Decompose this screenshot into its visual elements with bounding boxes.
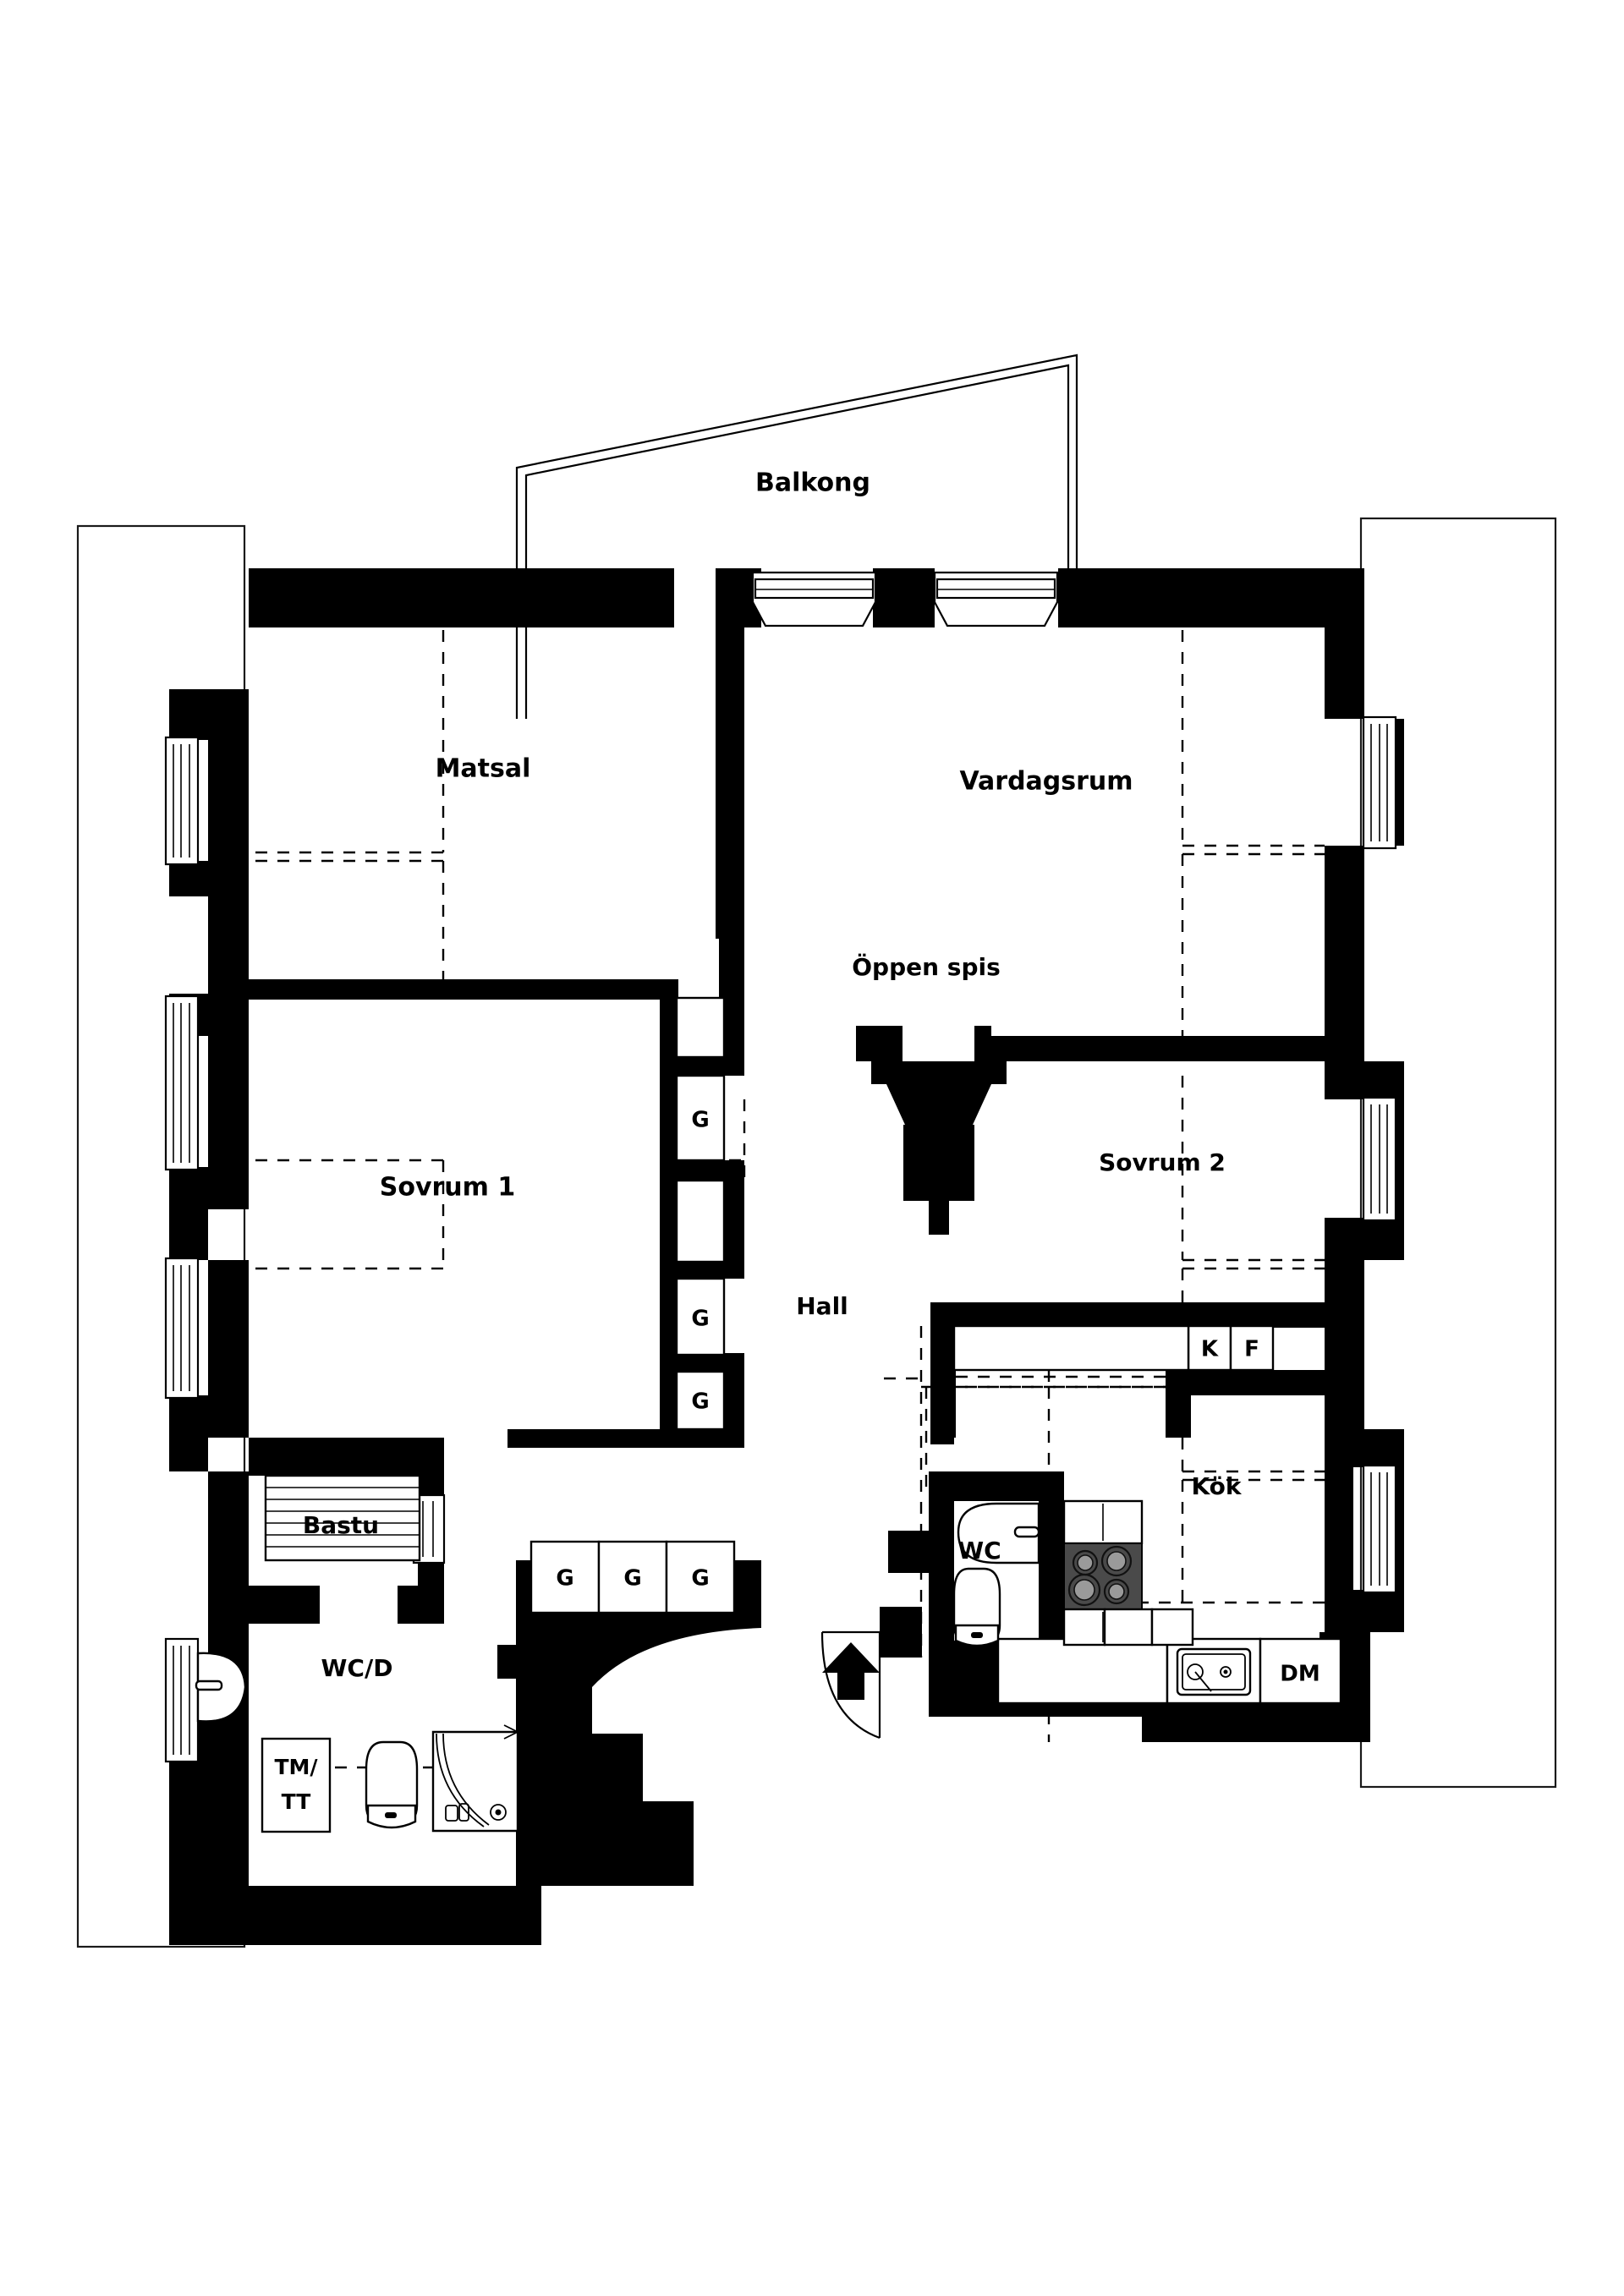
closet-column-right-of-sovrum1 — [675, 996, 726, 1431]
label-wc-d: WC/D — [321, 1654, 393, 1682]
closet-g-3[interactable] — [675, 1370, 726, 1431]
cooktop-group — [1062, 1499, 1194, 1647]
window-sovrum2-right-upper — [1362, 1096, 1397, 1222]
counter-run-b — [1103, 1608, 1154, 1647]
label-closet-row-g-3: G — [691, 1566, 709, 1592]
kitchen-base-cabinet-left[interactable] — [996, 1637, 1169, 1705]
wcd-toilet-icon — [365, 1740, 419, 1829]
sauna-bench-icon — [264, 1474, 421, 1562]
label-closet-g-3: G — [691, 1389, 709, 1415]
closet-g-row-2[interactable] — [597, 1540, 668, 1614]
label-oppen-spis: Öppen spis — [852, 952, 1001, 981]
balcony-outline — [515, 353, 1078, 719]
kitchen-sink-icon — [1176, 1647, 1252, 1696]
closet-g-row-3[interactable] — [665, 1540, 736, 1614]
wc-toilet-icon — [952, 1567, 1001, 1647]
wc-washbasin-icon — [957, 1502, 1040, 1564]
counter-run-c — [1150, 1608, 1194, 1647]
exterior-and-interior-walls — [169, 568, 1404, 1945]
entrance-direction-arrow — [822, 1642, 880, 1700]
label-closet-row-g-2: G — [623, 1566, 641, 1592]
label-wc: WC — [957, 1537, 1001, 1564]
closet-row-hall — [529, 1540, 736, 1614]
corner-shower-icon — [431, 1724, 520, 1833]
cabinet-k[interactable] — [1187, 1324, 1232, 1372]
closet-g-row-1[interactable] — [529, 1540, 601, 1614]
label-cabinet-dm: DM — [1280, 1662, 1320, 1687]
label-closet-g-1: G — [691, 1108, 709, 1133]
label-washer-line2: TT — [282, 1789, 311, 1814]
balcony-door-right — [933, 571, 1059, 627]
room-label-group: Balkong Matsal Vardagsrum Öppen spis Sov… — [303, 469, 1243, 1683]
cabinet-f[interactable] — [1229, 1324, 1275, 1372]
hall-wall-stub — [930, 1302, 954, 1444]
window-kok-right — [1362, 1464, 1397, 1594]
window-sovrum1-upper-left — [164, 995, 200, 1171]
wcd-fixtures — [195, 1652, 520, 1833]
wc-fixtures — [952, 1502, 1040, 1647]
label-sovrum-2: Sovrum 2 — [1099, 1148, 1226, 1176]
closet-g-2[interactable] — [675, 1277, 726, 1356]
entrance-door[interactable] — [820, 1630, 881, 1740]
label-matsal: Matsal — [436, 754, 531, 784]
washer-dryer-cabinet[interactable] — [261, 1737, 332, 1833]
label-closet-g-2: G — [691, 1307, 709, 1332]
label-cabinet-k: K — [1201, 1337, 1219, 1362]
window-group — [164, 571, 1397, 1763]
label-vardagsrum: Vardagsrum — [959, 767, 1133, 797]
kitchen-lower-run — [996, 1637, 1342, 1705]
window-sovrum1-lower-left — [164, 1257, 200, 1400]
hall-counter-run — [952, 1324, 1190, 1372]
label-hall: Hall — [796, 1292, 848, 1320]
window-wcd-left — [164, 1637, 200, 1763]
closet-label-group: G G G G G G — [556, 1108, 709, 1592]
label-washer-line1: TM/ — [274, 1755, 318, 1779]
stove-lower-cabinet — [1062, 1608, 1106, 1647]
closet-g-open[interactable] — [675, 1179, 726, 1263]
balcony-door-left — [751, 571, 877, 627]
wcd-washbasin-icon — [195, 1652, 247, 1723]
kitchen-upper-cabinets — [952, 1324, 1275, 1372]
label-sovrum-1: Sovrum 1 — [380, 1173, 516, 1203]
appliance-label-group: K F DM TM/ TT — [274, 1337, 1320, 1815]
closet-g-1[interactable] — [675, 1074, 726, 1162]
window-vardagsrum-right — [1362, 715, 1397, 850]
label-kok: Kök — [1191, 1472, 1242, 1500]
closet-g-top-small[interactable] — [675, 996, 726, 1059]
label-bastu: Bastu — [303, 1511, 379, 1539]
window-matsal-left — [164, 736, 200, 866]
cabinet-dm[interactable] — [1259, 1637, 1342, 1705]
label-closet-row-g-1: G — [556, 1566, 573, 1592]
label-balkong: Balkong — [755, 469, 870, 498]
label-cabinet-f: F — [1244, 1337, 1259, 1362]
sovrum1-partition — [208, 979, 678, 1448]
